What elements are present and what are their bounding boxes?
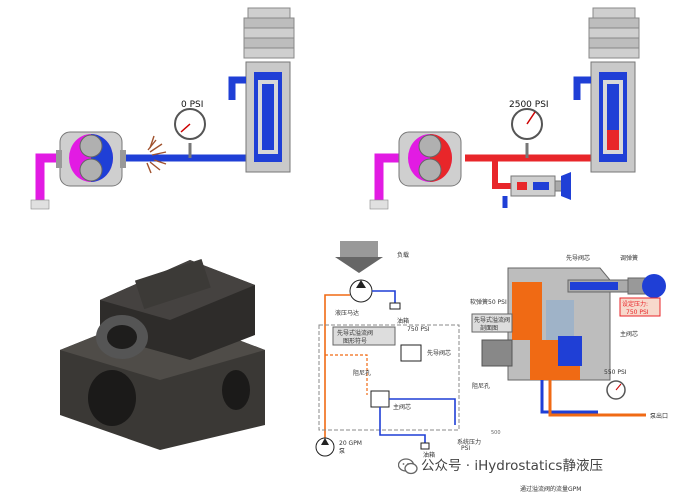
relief-valve — [502, 172, 571, 208]
box-title-2: 图形符号 — [343, 337, 367, 345]
wechat-icon — [397, 457, 418, 475]
symbol-box — [318, 324, 460, 431]
relief-branch-pipe — [492, 158, 511, 189]
tank-out-label: 泵出口 — [650, 412, 668, 420]
adjust-knob-icon — [642, 274, 666, 298]
load-symbol — [335, 241, 383, 273]
main-valve-symbol — [370, 390, 390, 408]
gauge-label: 0 PSI — [181, 100, 203, 110]
tank-top-label: 油箱 — [397, 317, 409, 325]
top-left-circuit: 0 PSI — [30, 7, 295, 210]
orifice-label: 阻尼孔 — [353, 369, 371, 377]
adjust-spring-label: 调弹簧 — [620, 254, 638, 262]
load-stack — [588, 7, 640, 59]
watermark: 公众号 · iHydrostatics静液压 — [397, 454, 683, 476]
sys-pressure-2: PSI — [461, 445, 471, 452]
set-pressure-2: 750 PSI — [626, 309, 649, 316]
gear-pump — [56, 131, 126, 187]
setting-label: 750 PSI — [407, 326, 430, 333]
pilot-spool-label: 先导阀芯 — [566, 254, 590, 262]
soft-spring-label: 软弹簧50 PSI — [470, 298, 507, 306]
gauge-550-label: 550 PSI — [604, 369, 627, 376]
axis-500: 500 — [491, 430, 501, 436]
pressure-gauge-icon — [174, 108, 206, 158]
tank-bottom-label: 油箱 — [423, 451, 435, 459]
valve-body-section — [481, 267, 666, 417]
motor-label: 液压马达 — [335, 309, 359, 317]
load-label: 负载 — [397, 251, 409, 259]
leak-spray-icon — [146, 135, 167, 174]
relief-schematic: 负载 液压马达 油箱 先导式溢流阀 图形符号 750 PSI 先导阀芯 阻尼孔 … — [315, 241, 460, 459]
hydraulic-cylinder — [228, 61, 291, 173]
hydraulic-cylinder — [573, 61, 636, 173]
pilot-valve-symbol — [400, 344, 422, 362]
load-stack — [243, 7, 295, 59]
pump-flow-label: 20 GPM — [339, 440, 362, 447]
top-right-circuit: 2500 PSI — [369, 7, 640, 210]
pilot-spool-label: 先导阀芯 — [427, 349, 451, 357]
watermark-text: 公众号 · iHydrostatics静液压 — [421, 458, 603, 474]
sys-pressure-1: 系统压力 — [457, 439, 482, 446]
pressure-line — [324, 294, 350, 440]
flow-caption: 通过溢流阀的流量GPM — [520, 486, 582, 493]
main-spool-label: 主阀芯 — [393, 403, 411, 411]
pressure-gauge-icon — [511, 108, 543, 158]
section-title-1: 先导式溢流阀 — [474, 316, 510, 324]
damping-label: 阻尼孔 — [472, 382, 490, 390]
gauge-label: 2500 PSI — [509, 100, 549, 110]
main-spool-label: 主阀芯 — [620, 330, 638, 338]
section-title-2: 剖面图 — [480, 324, 498, 332]
gear-pump — [398, 131, 462, 187]
box-title-1: 先导式溢流阀 — [337, 329, 373, 337]
set-pressure-1: 设定压力: — [622, 300, 648, 308]
gauge-550-icon — [606, 380, 626, 400]
pump-label: 泵 — [339, 448, 345, 455]
relief-cutaway: 先导阀芯 调弹簧 软弹簧50 PSI 先导式溢流阀 剖面图 设定压力: 750 … — [470, 254, 668, 420]
relief-valve-photo — [60, 258, 265, 450]
